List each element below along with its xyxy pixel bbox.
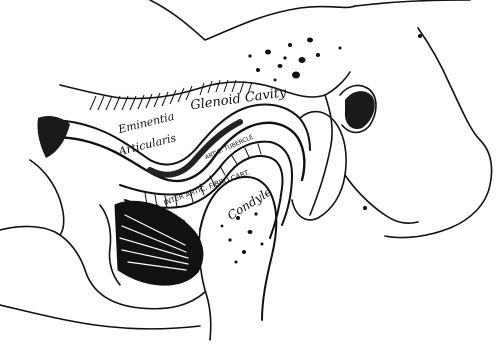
label-glenoid-cavity: Glenoid Cavity	[189, 85, 288, 113]
pterygoid-muscle	[100, 201, 203, 285]
label-condyle: Condyle	[225, 185, 274, 223]
zygomatic-notch	[37, 116, 70, 158]
condyle-texture	[221, 212, 264, 263]
label-articularis: Articularis	[116, 131, 178, 158]
